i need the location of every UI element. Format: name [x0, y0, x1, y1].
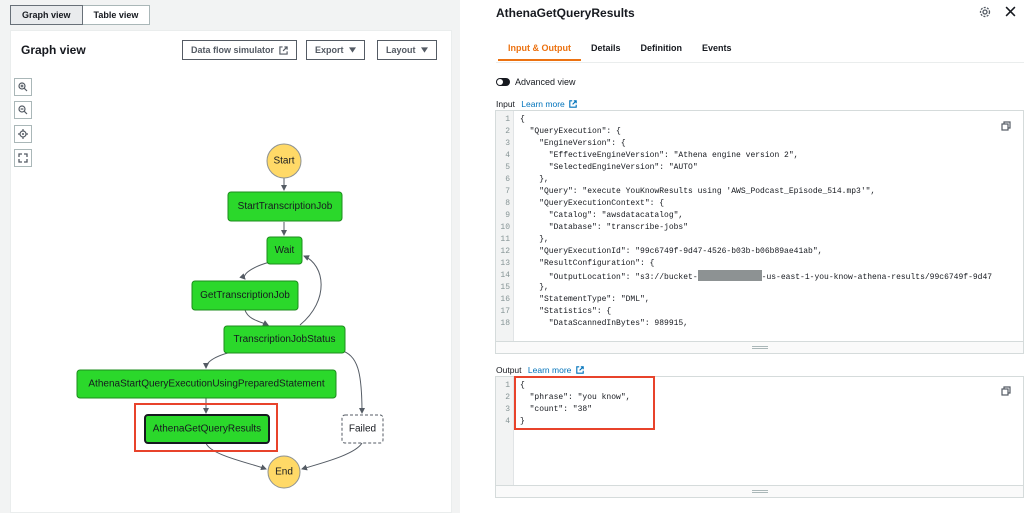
zoom-in-button[interactable] [14, 78, 32, 96]
copy-icon[interactable] [1001, 121, 1011, 131]
copy-icon[interactable] [1001, 386, 1011, 396]
tab-table-view[interactable]: Table view [82, 5, 151, 25]
state-failed[interactable]: Failed [341, 414, 384, 444]
input-learn-more-link[interactable]: Learn more [521, 99, 565, 109]
tab-input-output[interactable]: Input & Output [498, 43, 581, 61]
tab-definition[interactable]: Definition [640, 43, 683, 53]
edge-status-to-failed [339, 349, 365, 414]
zoom-out-button[interactable] [14, 101, 32, 119]
output-label: Output [496, 365, 522, 375]
state-end[interactable]: End [267, 455, 301, 489]
fullscreen-icon [18, 153, 28, 163]
edge-status-to-wait [299, 255, 322, 326]
layout-label: Layout [386, 45, 416, 55]
state-start[interactable]: Start [266, 143, 302, 179]
state-transcription-job-status-label: TranscriptionJobStatus [234, 334, 336, 345]
tab-details[interactable]: Details [590, 43, 621, 53]
redacted-block [697, 270, 762, 281]
advanced-view-toggle[interactable] [496, 78, 510, 86]
input-json-viewer[interactable]: 1{ 2 "QueryExecution": { 3 "EngineVersio… [495, 110, 1024, 354]
output-json-viewer[interactable]: 1{ 2 "phrase": "you know", 3 "count": "3… [495, 376, 1024, 498]
external-link-icon [279, 45, 288, 55]
edge-failed-to-end [301, 442, 363, 471]
detail-tabs: Input & Output Details Definition Events [498, 43, 742, 61]
state-athena-start-query-execution[interactable]: AthenaStartQueryExecutionUsingPreparedSt… [76, 369, 337, 399]
output-learn-more-link[interactable]: Learn more [527, 365, 572, 375]
external-link-icon[interactable] [569, 100, 577, 108]
input-resize-handle[interactable] [496, 341, 1023, 353]
caret-down-icon [420, 47, 428, 53]
line-number-gutter [496, 111, 514, 343]
export-button[interactable]: Export [306, 40, 365, 60]
state-athena-get-query-results-label: AthenaGetQueryResults [153, 424, 261, 435]
state-transcription-job-status[interactable]: TranscriptionJobStatus [223, 325, 346, 354]
output-resize-handle[interactable] [496, 485, 1023, 497]
state-wait-label: Wait [275, 245, 295, 256]
crosshair-icon [18, 129, 28, 139]
input-section-label: Input Learn more [496, 99, 577, 109]
state-wait[interactable]: Wait [266, 236, 303, 265]
panel-splitter[interactable] [460, 0, 478, 513]
settings-gear-icon[interactable] [979, 6, 991, 18]
input-label: Input [496, 99, 515, 109]
view-toggle: Graph view Table view [10, 5, 151, 25]
zoom-in-icon [18, 82, 28, 92]
state-athena-start-query-execution-label: AthenaStartQueryExecutionUsingPreparedSt… [88, 379, 324, 390]
caret-down-icon [348, 47, 356, 53]
output-section-label: Output Learn more [496, 365, 584, 375]
line-number-gutter [496, 377, 514, 487]
advanced-view-label: Advanced view [515, 77, 576, 87]
external-link-icon[interactable] [575, 366, 584, 374]
tab-events[interactable]: Events [702, 43, 732, 53]
layout-button[interactable]: Layout [377, 40, 437, 60]
details-panel: AthenaGetQueryResults Input & Output Det… [478, 0, 1024, 513]
close-icon[interactable] [1005, 6, 1016, 17]
panel-title: AthenaGetQueryResults [496, 6, 635, 20]
state-get-transcription-job[interactable]: GetTranscriptionJob [191, 280, 299, 311]
tabs-divider [496, 62, 1024, 63]
output-highlight-box [514, 376, 655, 430]
center-button[interactable] [14, 125, 32, 143]
state-start-label: Start [273, 156, 294, 167]
state-get-transcription-job-label: GetTranscriptionJob [200, 290, 290, 301]
state-athena-get-query-results[interactable]: AthenaGetQueryResults [144, 414, 270, 444]
fit-view-button[interactable] [14, 149, 32, 167]
state-failed-label: Failed [349, 424, 376, 435]
edge-wait-to-get [239, 261, 271, 280]
state-end-label: End [275, 467, 293, 478]
state-machine-graph: Start StartTranscriptionJob Wait GetTran… [76, 143, 384, 489]
data-flow-simulator-label: Data flow simulator [191, 45, 275, 55]
data-flow-simulator-button[interactable]: Data flow simulator [182, 40, 298, 60]
selection-highlight [134, 403, 278, 452]
state-start-transcription-job-label: StartTranscriptionJob [238, 201, 333, 212]
edge-get-to-status [244, 309, 269, 326]
graph-panel: Graph view Table view Graph view Data fl… [0, 0, 460, 513]
tab-graph-view[interactable]: Graph view [10, 5, 83, 25]
zoom-out-icon [18, 105, 28, 115]
edge-get-to-end [205, 442, 267, 471]
graph-view-title: Graph view [21, 43, 86, 57]
state-start-transcription-job[interactable]: StartTranscriptionJob [227, 191, 343, 222]
export-label: Export [315, 45, 344, 55]
